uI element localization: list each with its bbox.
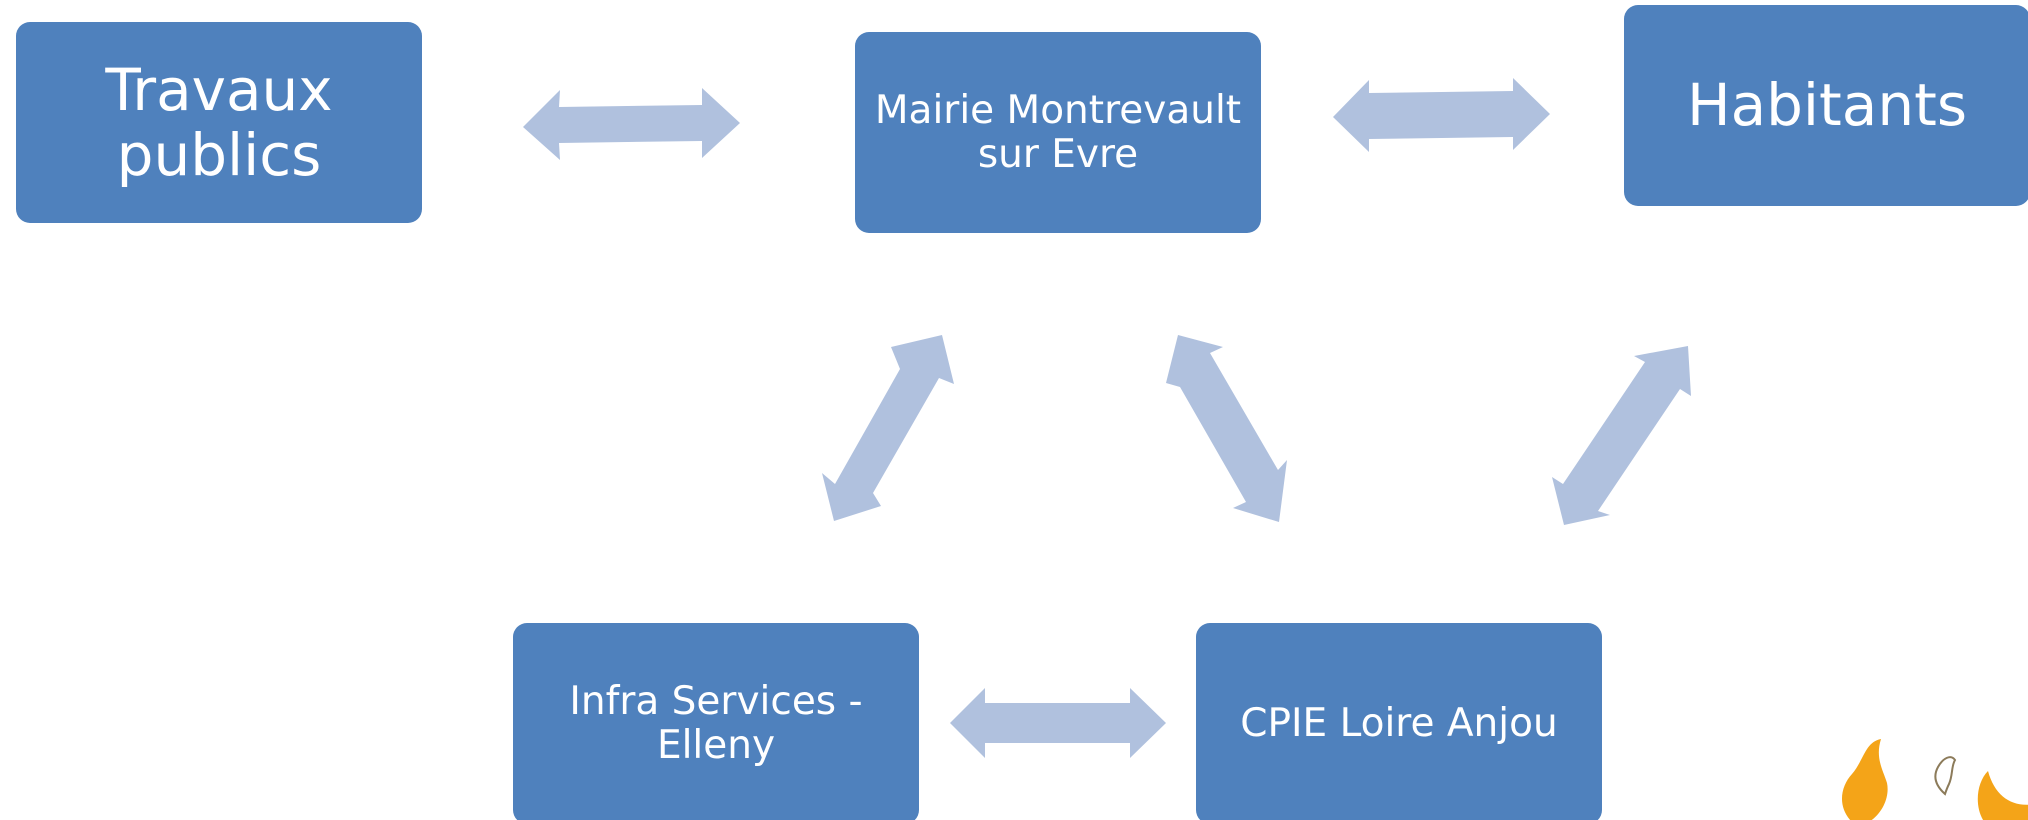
node-habitants-label: Habitants [1686,71,1968,140]
arrow-mairie-infra [822,335,954,521]
node-cpie-loire-anjou: CPIE Loire Anjou [1196,623,1602,820]
node-infra-services-elleny: Infra Services - Elleny [513,623,919,820]
node-infra-services-elleny-label: Infra Services - Elleny [569,678,863,768]
arrow-habitants-cpie [1552,346,1691,525]
logo-outline-drop [1934,756,1957,796]
arrow-mairie-habitants [1333,78,1550,152]
node-travaux-publics-label: Travaux publics [105,55,333,189]
arrow-infra-cpie [950,688,1166,758]
partial-logo [1820,730,2028,820]
arrow-mairie-cpie [1166,335,1287,522]
arrow-travaux-mairie [523,88,740,160]
node-habitants: Habitants [1624,5,2028,206]
node-mairie-montrevault-label: Mairie Montrevault sur Evre [874,87,1242,177]
logo-orange-shape [1842,739,1888,820]
node-mairie-montrevault: Mairie Montrevault sur Evre [855,32,1261,233]
node-cpie-loire-anjou-label: CPIE Loire Anjou [1240,700,1558,746]
logo-graphic [1842,739,2028,820]
logo-orange-crescent [1977,771,2028,820]
node-travaux-publics: Travaux publics [16,22,422,223]
